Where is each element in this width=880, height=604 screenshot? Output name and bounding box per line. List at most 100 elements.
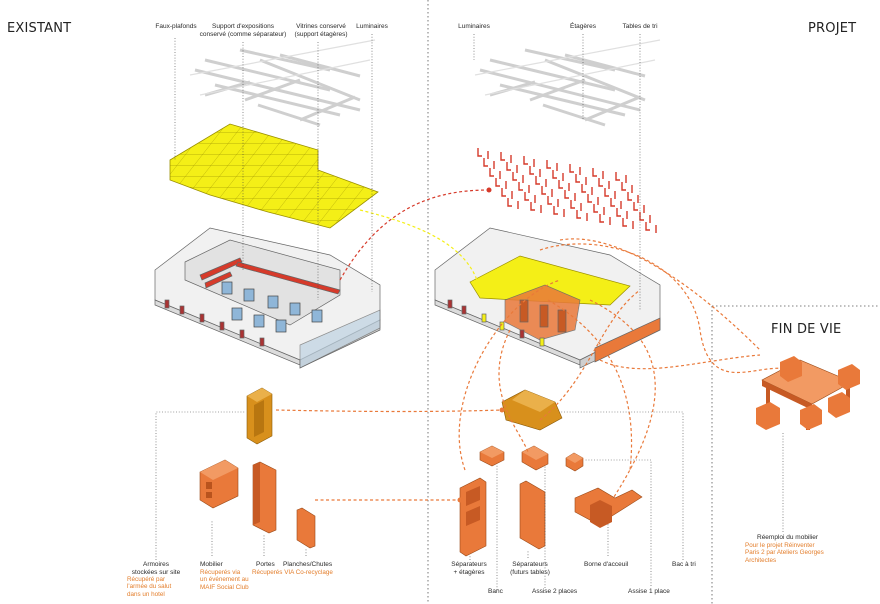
armoire-object: [246, 387, 273, 445]
borne-acceuil-object: [574, 487, 643, 528]
note-mobilier-line2: un événement au: [200, 576, 249, 584]
label-separateurs-tables: Séparateurs (futurs tables): [506, 561, 554, 576]
label-assise-1-place: Assise 1 place: [628, 588, 670, 595]
label-support-line1: Support d'expositions: [212, 23, 274, 30]
etagere-bracket: [622, 218, 634, 229]
etagere-bracket: [558, 180, 570, 191]
porte-object: [252, 461, 277, 534]
note-mobilier: Récuperés via un événement au MAIF Socia…: [200, 569, 249, 591]
etagere-bracket: [599, 214, 611, 225]
reemploi-mobilier-object: [756, 356, 860, 430]
etagere-bracket: [530, 202, 542, 213]
label-borne-acceuil: Borne d'acceuil: [584, 561, 629, 568]
etagere-bracket: [564, 190, 576, 201]
label-luminaires-existant: Luminaires: [356, 23, 388, 30]
connector-armoire-banc: [275, 409, 503, 413]
note-mobilier-line1: Récuperés via: [200, 569, 241, 576]
left-luminaires-grid: [194, 48, 361, 127]
etagere-bracket: [541, 186, 553, 197]
label-banc: Banc: [488, 588, 503, 595]
etagere-bracket: [621, 182, 633, 193]
etagere-bracket: [495, 178, 507, 189]
right-building: [434, 227, 661, 369]
connector-dot-etageres: [486, 187, 492, 193]
label-tables-de-tri: Tables de tri: [622, 23, 658, 30]
label-mobilier: Mobilier: [200, 561, 223, 568]
etagere-bracket: [604, 188, 616, 199]
note-reemploi-line1: Pour le projet Réinventer: [745, 542, 815, 549]
mobilier-object: [199, 459, 239, 509]
connection-curves: [275, 189, 791, 501]
note-reemploi: Pour le projet Réinventer Paris 2 par At…: [745, 542, 824, 564]
label-separateurs-tables-line1: Séparateurs: [512, 561, 548, 568]
etagere-bracket: [633, 202, 645, 213]
connector-dot-separateurs: [457, 497, 463, 503]
etagere-bracket: [546, 160, 558, 171]
label-armoires: Armoires stockées sur site: [130, 561, 182, 576]
etagere-bracket: [483, 158, 495, 169]
note-armoires-line2: l'armée du salut: [127, 583, 172, 591]
connector-dot-banc: [499, 407, 505, 413]
etagere-bracket: [639, 212, 651, 223]
assise-2-places-object: [521, 445, 549, 471]
etageres-brackets: [477, 148, 657, 233]
label-assise-2-places: Assise 2 places: [532, 588, 578, 595]
label-portes: Portes: [256, 561, 275, 568]
label-separateurs-tables-line2: (futurs tables): [510, 568, 550, 576]
right-luminaires-grid: [479, 48, 646, 127]
note-armoires-line1: Récupéré par: [127, 576, 166, 583]
leader-lines: [155, 34, 784, 590]
connector-ceiling: [359, 209, 481, 291]
etagere-bracket: [477, 148, 489, 159]
label-bac-a-tri: Bac à tri: [672, 561, 696, 568]
assise-1-place-object: [565, 452, 584, 472]
etagere-bracket: [501, 188, 513, 199]
separateurs-tables-object: [519, 480, 546, 550]
etagere-bracket: [500, 152, 512, 163]
left-building: [154, 227, 381, 369]
note-reemploi-line3: Architectes: [745, 556, 777, 564]
etagere-bracket: [529, 166, 541, 177]
label-separateurs-etageres: Séparateurs + étagères: [446, 561, 492, 576]
label-separateurs-etageres-line1: Séparateurs: [451, 561, 487, 568]
etagere-bracket: [615, 172, 627, 183]
label-separateurs-etageres-line2: + étagères: [453, 568, 485, 576]
note-recuperes-co-recyclage: Récuperés VIA Co-recyclage: [252, 569, 333, 576]
etagere-bracket: [610, 198, 622, 209]
label-faux-plafonds: Faux-plafonds: [155, 23, 197, 30]
etagere-bracket: [592, 168, 604, 179]
etagere-bracket: [576, 210, 588, 221]
section-title-existant: EXISTANT: [7, 21, 72, 36]
etagere-bracket: [581, 184, 593, 195]
etagere-bracket: [512, 172, 524, 183]
planches-object: [296, 507, 316, 549]
etagere-bracket: [587, 194, 599, 205]
etagere-bracket: [570, 200, 582, 211]
etagere-bracket: [598, 178, 610, 189]
label-vitrines-line1: Vitrines conservé: [296, 23, 346, 30]
etagere-bracket: [616, 208, 628, 219]
label-support-expositions: Support d'expositions conservé (comme sé…: [198, 23, 288, 38]
etagere-bracket: [524, 192, 536, 203]
connector-vitrines-etageres: [339, 189, 490, 281]
etagere-bracket: [593, 204, 605, 215]
faux-plafonds-panel: [169, 123, 379, 229]
etagere-bracket: [552, 170, 564, 181]
note-reemploi-line2: Paris 2 par Ateliers Georges: [745, 549, 824, 557]
note-mobilier-line3: MAIF Social Club: [200, 583, 249, 591]
etagere-bracket: [569, 164, 581, 175]
etagere-bracket: [547, 196, 559, 207]
label-etageres: Étagères: [569, 23, 597, 30]
label-armoires-line1: Armoires: [142, 561, 169, 568]
etagere-bracket: [627, 192, 639, 203]
etagere-bracket: [575, 174, 587, 185]
etagere-bracket: [535, 176, 547, 187]
note-armoires: Récupéré par l'armée du salut dans un ho…: [127, 576, 171, 598]
banc-object: [479, 445, 505, 467]
etagere-bracket: [518, 182, 530, 193]
label-luminaires-projet: Luminaires: [458, 23, 490, 30]
label-armoires-line2: stockées sur site: [131, 568, 181, 576]
etagere-bracket: [523, 156, 535, 167]
separateurs-etageres-object: [459, 477, 487, 557]
